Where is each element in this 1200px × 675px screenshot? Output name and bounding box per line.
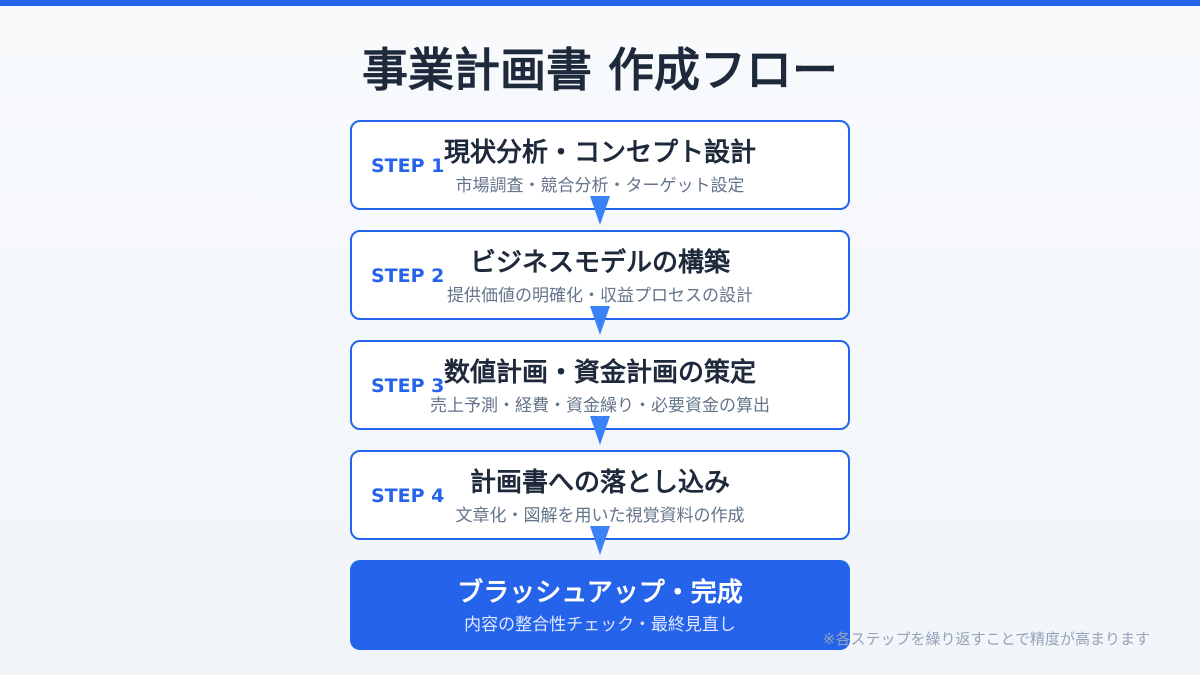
step-card-3: STEP 3 数値計画・資金計画の策定 売上予測・経費・資金繰り・必要資金の算出 (350, 340, 850, 430)
step-title: 数値計画・資金計画の策定 (443, 358, 756, 388)
step-card-2: STEP 2 ビジネスモデルの構築 提供価値の明確化・収益プロセスの設計 (350, 230, 850, 320)
step-label: STEP 3 (371, 375, 445, 397)
final-step-title: ブラッシュアップ・完成 (457, 578, 743, 608)
step-title: 計画書への落とし込み (469, 468, 730, 498)
step-label: STEP 1 (371, 155, 445, 177)
step-label: STEP 4 (371, 485, 445, 507)
step-description: 提供価値の明確化・収益プロセスの設計 (447, 286, 753, 306)
step-card-4: STEP 4 計画書への落とし込み 文章化・図解を用いた視覚資料の作成 (350, 450, 850, 540)
step-card-1: STEP 1 現状分析・コンセプト設計 市場調査・競合分析・ターゲット設定 (350, 120, 850, 210)
step-label: STEP 2 (371, 265, 445, 287)
top-accent-bar (0, 0, 1200, 6)
down-arrow-icon (590, 416, 610, 445)
down-arrow-icon (590, 526, 610, 555)
down-arrow-icon (590, 306, 610, 335)
step-title: ビジネスモデルの構築 (469, 248, 730, 278)
step-title: 現状分析・コンセプト設計 (443, 138, 756, 168)
step-description: 売上予測・経費・資金繰り・必要資金の算出 (430, 396, 770, 416)
step-description: 市場調査・競合分析・ターゲット設定 (455, 176, 745, 196)
page-title: 事業計画書 作成フロー (361, 43, 838, 97)
down-arrow-icon (590, 196, 610, 225)
final-step-description: 内容の整合性チェック・最終見直し (464, 615, 736, 635)
step-description: 文章化・図解を用いた視覚資料の作成 (455, 506, 745, 526)
final-step-card: ブラッシュアップ・完成 内容の整合性チェック・最終見直し (350, 560, 850, 650)
footnote: ※各ステップを繰り返すことで精度が高まります (822, 630, 1150, 648)
